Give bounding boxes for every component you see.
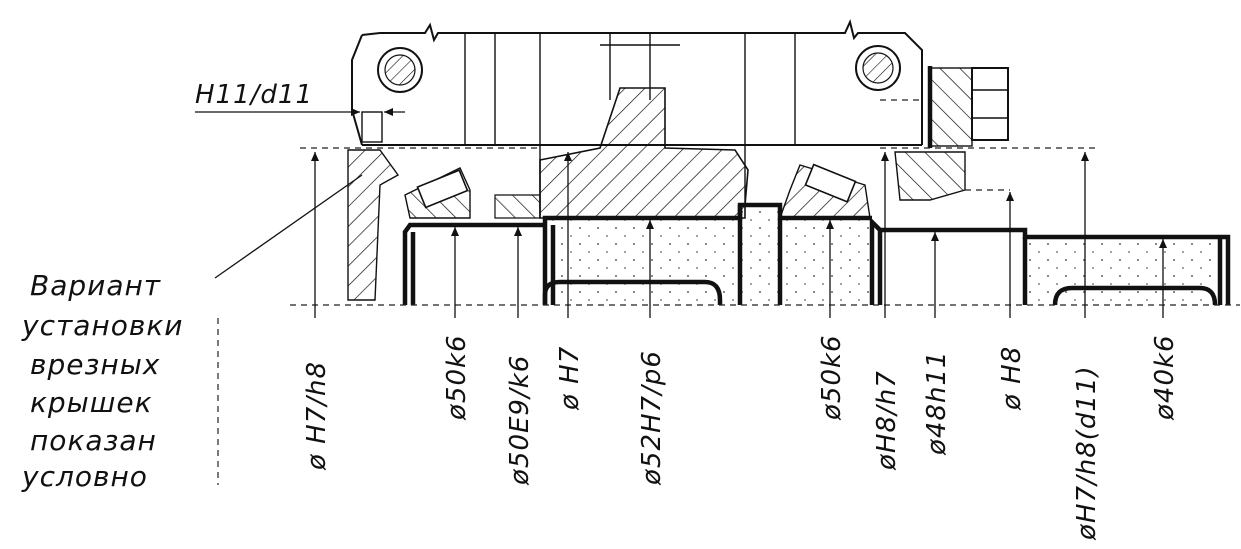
gear [539,87,749,219]
variant-note: Вариант установки врезных крышек показан… [21,269,183,493]
note-line: установки [21,309,183,342]
reference-lines [217,147,1240,485]
embedded-cover-left [347,111,400,301]
bearing-left [404,167,541,219]
bearing-right [779,163,871,219]
dimension-lines [195,108,1167,318]
note-line: крышек [30,386,153,419]
fit-label: øH7/h8(d11) [1072,365,1102,541]
note-line: условно [21,460,148,493]
end-cover-right [894,66,1009,201]
fit-label-h11-d11: H11/d11 [195,80,313,110]
fit-label: ø52H7/p6 [637,350,667,486]
fit-labels: ø H7/h8 ø50k6 ø50E9/k6 ø H7 ø52H7/p6 ø50… [302,334,1180,541]
fit-label: ø48h11 [922,350,952,456]
shaft [402,202,1232,306]
fit-label: ø H7/h8 [302,361,332,471]
fit-label: ø H7 [555,346,585,411]
fit-label: ø40k6 [1150,334,1180,421]
note-line: врезных [30,348,160,381]
fit-label: ø50k6 [817,334,847,421]
bolt-left [377,47,423,93]
fit-label: ø H8 [997,346,1027,411]
fit-label: ø50E9/k6 [505,355,535,486]
note-line: показан [30,424,157,457]
fit-label: ø50k6 [442,334,472,421]
fit-label: øH8/h7 [872,370,902,471]
note-line: Вариант [30,269,161,302]
bolt-right [855,45,901,91]
